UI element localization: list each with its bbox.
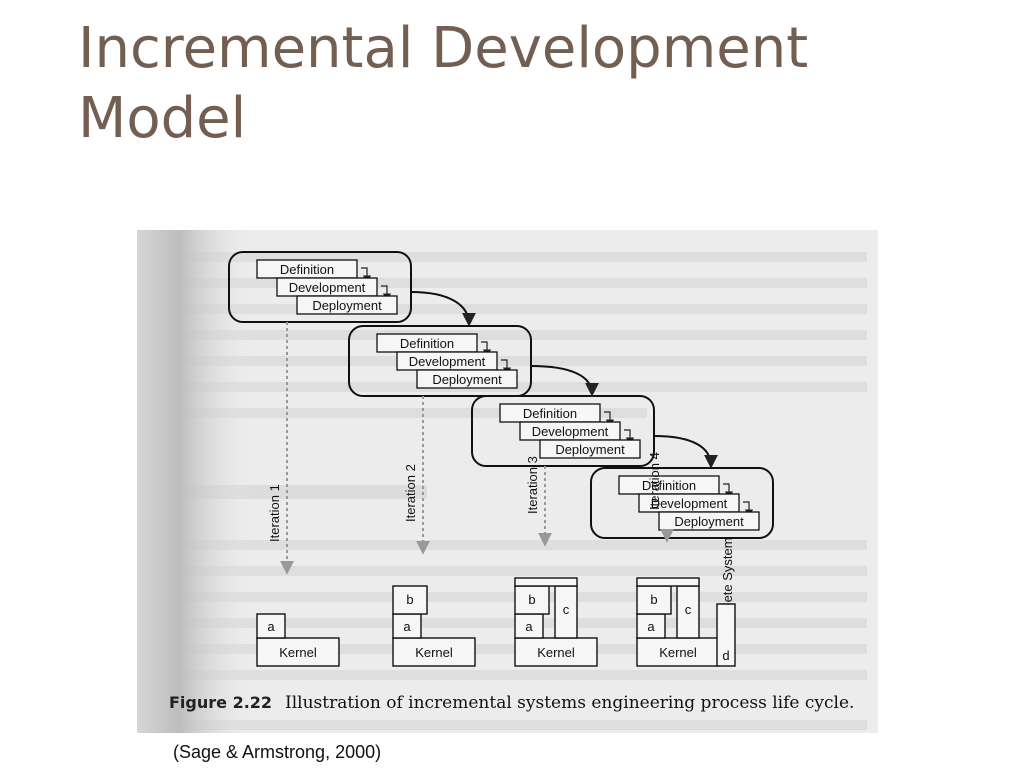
phase-label: Development	[651, 496, 728, 511]
iteration-label: Iteration 3	[525, 456, 540, 514]
phase-group-outline	[471, 395, 655, 467]
module-label: a	[267, 619, 275, 634]
kernel-block	[392, 637, 476, 667]
phase-box	[416, 369, 518, 389]
phase-group-outline	[228, 251, 412, 323]
iteration-label: Iteration 4	[647, 452, 662, 510]
module-block	[392, 613, 422, 639]
module-label: b	[406, 592, 413, 607]
phase-label: Deployment	[674, 514, 744, 529]
module-block	[716, 603, 736, 667]
phase-flow-arrow	[723, 483, 734, 500]
phase-group-outline	[590, 467, 774, 539]
kernel-label: Kernel	[537, 645, 575, 660]
kernel-block	[256, 637, 340, 667]
iteration-label: Iteration 2	[403, 464, 418, 522]
kernel-label: Kernel	[279, 645, 317, 660]
slide-title: Incremental Development Model	[78, 16, 809, 151]
iteration-label: Iteration 1	[267, 484, 282, 542]
module-label: b	[650, 592, 657, 607]
phase-box	[539, 439, 641, 459]
phase-label: Deployment	[555, 442, 625, 457]
phase-label: Development	[289, 280, 366, 295]
phase-label: Definition	[642, 478, 696, 493]
phase-label: Definition	[523, 406, 577, 421]
phase-label: Definition	[280, 262, 334, 277]
module-label: c	[685, 602, 692, 617]
phase-flow-arrow	[481, 341, 492, 358]
phase-label: Deployment	[312, 298, 382, 313]
phase-flow-arrow	[743, 501, 754, 518]
phase-group-outline	[348, 325, 532, 397]
citation: (Sage & Armstrong, 2000)	[173, 742, 382, 762]
iteration-link-arrow	[530, 365, 599, 397]
iteration-link-arrow	[653, 435, 718, 469]
phase-label: Development	[409, 354, 486, 369]
module-label: a	[647, 619, 655, 634]
phase-box	[658, 511, 760, 531]
phase-box	[296, 295, 398, 315]
kernel-label: Kernel	[415, 645, 453, 660]
module-label: c	[563, 602, 570, 617]
spine-shadow	[137, 230, 257, 733]
phase-label: Definition	[400, 336, 454, 351]
phase-flow-arrow	[624, 429, 635, 446]
phase-label: Deployment	[432, 372, 502, 387]
module-cap	[636, 577, 700, 587]
phase-flow-arrow	[604, 411, 615, 428]
incremental-model-diagram: DefinitionDevelopmentDeploymentDefinitio…	[137, 230, 867, 733]
module-label: b	[528, 592, 535, 607]
kernel-block	[636, 637, 720, 667]
kernel-label: Kernel	[659, 645, 697, 660]
module-label: d	[722, 648, 729, 663]
kernel-block	[514, 637, 598, 667]
module-label: a	[525, 619, 533, 634]
module-label: a	[403, 619, 411, 634]
module-block	[636, 613, 666, 639]
figure-caption-text: Illustration of incremental systems engi…	[285, 693, 854, 713]
module-block	[256, 613, 286, 639]
phase-flow-arrow	[381, 285, 392, 302]
phase-label: Development	[532, 424, 609, 439]
phase-flow-arrow	[361, 267, 372, 284]
iteration-link-arrow	[410, 291, 476, 327]
module-block	[636, 585, 672, 615]
phase-flow-arrow	[501, 359, 512, 376]
module-cap	[514, 577, 578, 587]
figure-caption-number: Figure 2.22	[169, 693, 272, 712]
module-block	[392, 585, 428, 615]
